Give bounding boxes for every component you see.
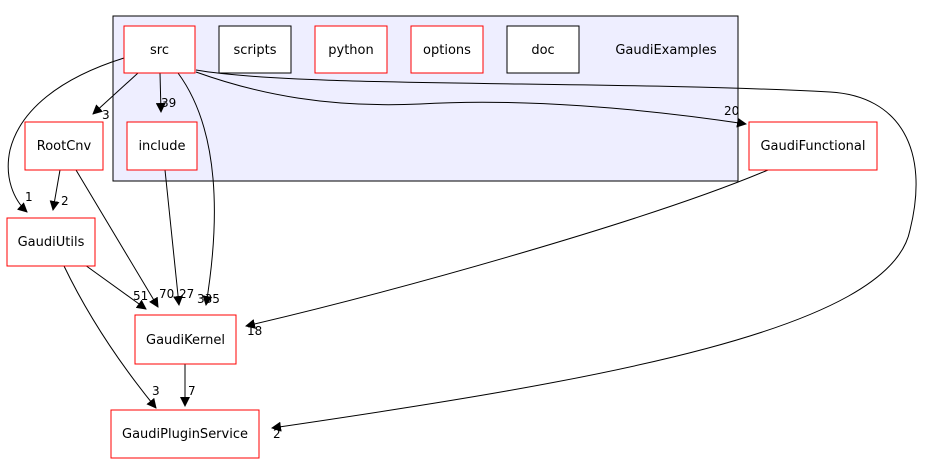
node-label: GaudiPluginService: [122, 427, 248, 442]
edge-include-gaudikernel: [164, 169, 184, 306]
edge-label: 27: [179, 287, 194, 301]
edge-gaudiutils-gaudikernel: [84, 264, 147, 310]
edge-src-include: [155, 72, 166, 113]
edge-label: 70: [159, 287, 174, 301]
node-label: GaudiKernel: [146, 333, 225, 348]
node-scripts[interactable]: scripts: [218, 25, 292, 74]
edge-gaudiutils-gaudipluginservice: [63, 265, 157, 409]
node-label: include: [138, 139, 185, 154]
edge-label: 20: [724, 104, 739, 118]
node-label: GaudiUtils: [18, 235, 85, 250]
node-doc[interactable]: doc: [506, 25, 580, 74]
cluster-label: GaudiExamples: [615, 43, 717, 58]
node-include[interactable]: include: [126, 121, 198, 171]
edge-label: 335: [197, 292, 220, 306]
node-label: scripts: [234, 43, 277, 58]
edge-label: 2: [273, 427, 281, 441]
node-options[interactable]: options: [410, 25, 484, 74]
node-src[interactable]: src: [123, 25, 196, 74]
edge-label: 7: [188, 384, 196, 398]
edge-src-rootcnv: [92, 72, 139, 115]
node-label: options: [423, 43, 471, 58]
node-gaudiutils[interactable]: GaudiUtils: [6, 217, 96, 267]
edges: [7, 57, 917, 432]
node-gaudikernel[interactable]: GaudiKernel: [134, 314, 237, 365]
node-gaudifunctional[interactable]: GaudiFunctional: [748, 121, 878, 171]
edge-src-gaudipluginservice: [195, 69, 917, 432]
edge-rootcnv-gaudiutils: [49, 169, 61, 211]
node-rootcnv[interactable]: RootCnv: [24, 121, 104, 171]
node-gaudipluginservice[interactable]: GaudiPluginService: [110, 409, 260, 459]
edge-labels: 39 3 1 20 335 2 2 70 27 51 3 18 7: [25, 96, 739, 441]
edge-label: 51: [133, 289, 148, 303]
edge-label: 18: [247, 324, 262, 338]
node-label: RootCnv: [37, 139, 92, 154]
edge-rootcnv-gaudikernel: [75, 169, 159, 308]
edge-label: 3: [152, 384, 160, 398]
node-label: python: [328, 43, 373, 58]
edge-label: 1: [25, 190, 33, 204]
node-label: src: [150, 43, 169, 58]
node-label: GaudiFunctional: [760, 139, 865, 154]
edge-label: 2: [61, 194, 69, 208]
edge-src-gaudikernel: [177, 72, 215, 306]
node-python[interactable]: python: [314, 25, 388, 74]
edge-src-gaudifunctional: [195, 71, 747, 128]
node-label: doc: [531, 43, 554, 58]
edge-label: 39: [161, 96, 176, 110]
edge-label: 3: [102, 108, 110, 122]
edge-src-gaudiutils: [7, 57, 125, 213]
edge-gaudifunctional-gaudikernel: [245, 169, 769, 329]
